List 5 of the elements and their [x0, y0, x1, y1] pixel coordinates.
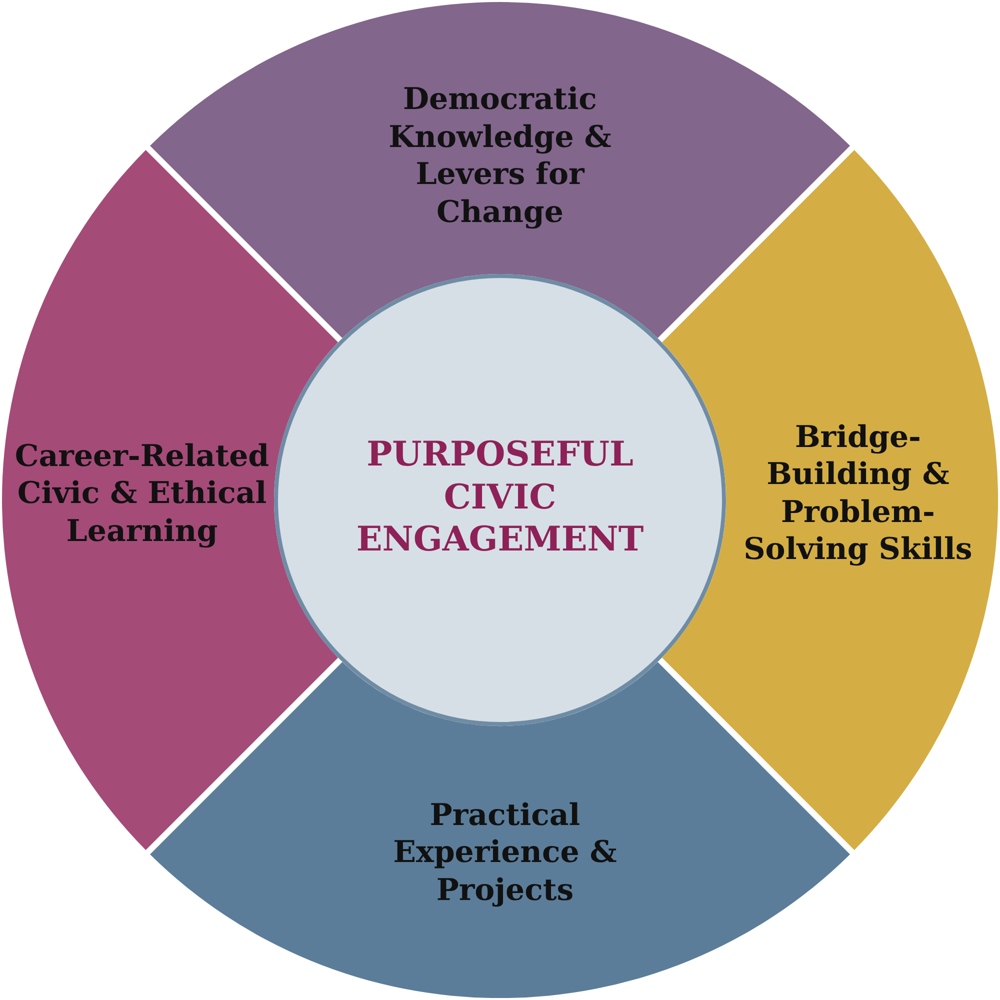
- segment-label: Bridge-Building & Problem-Solving Skills: [742, 418, 974, 569]
- center-label: PURPOSEFUL CIVIC ENGAGEMENT: [355, 433, 645, 561]
- segment-label: Career-Related Civic & Ethical Learning: [14, 438, 270, 550]
- segment-label: Practical Experience & Projects: [392, 796, 618, 910]
- segment-label: Democratic Knowledge & Levers for Change: [388, 81, 612, 231]
